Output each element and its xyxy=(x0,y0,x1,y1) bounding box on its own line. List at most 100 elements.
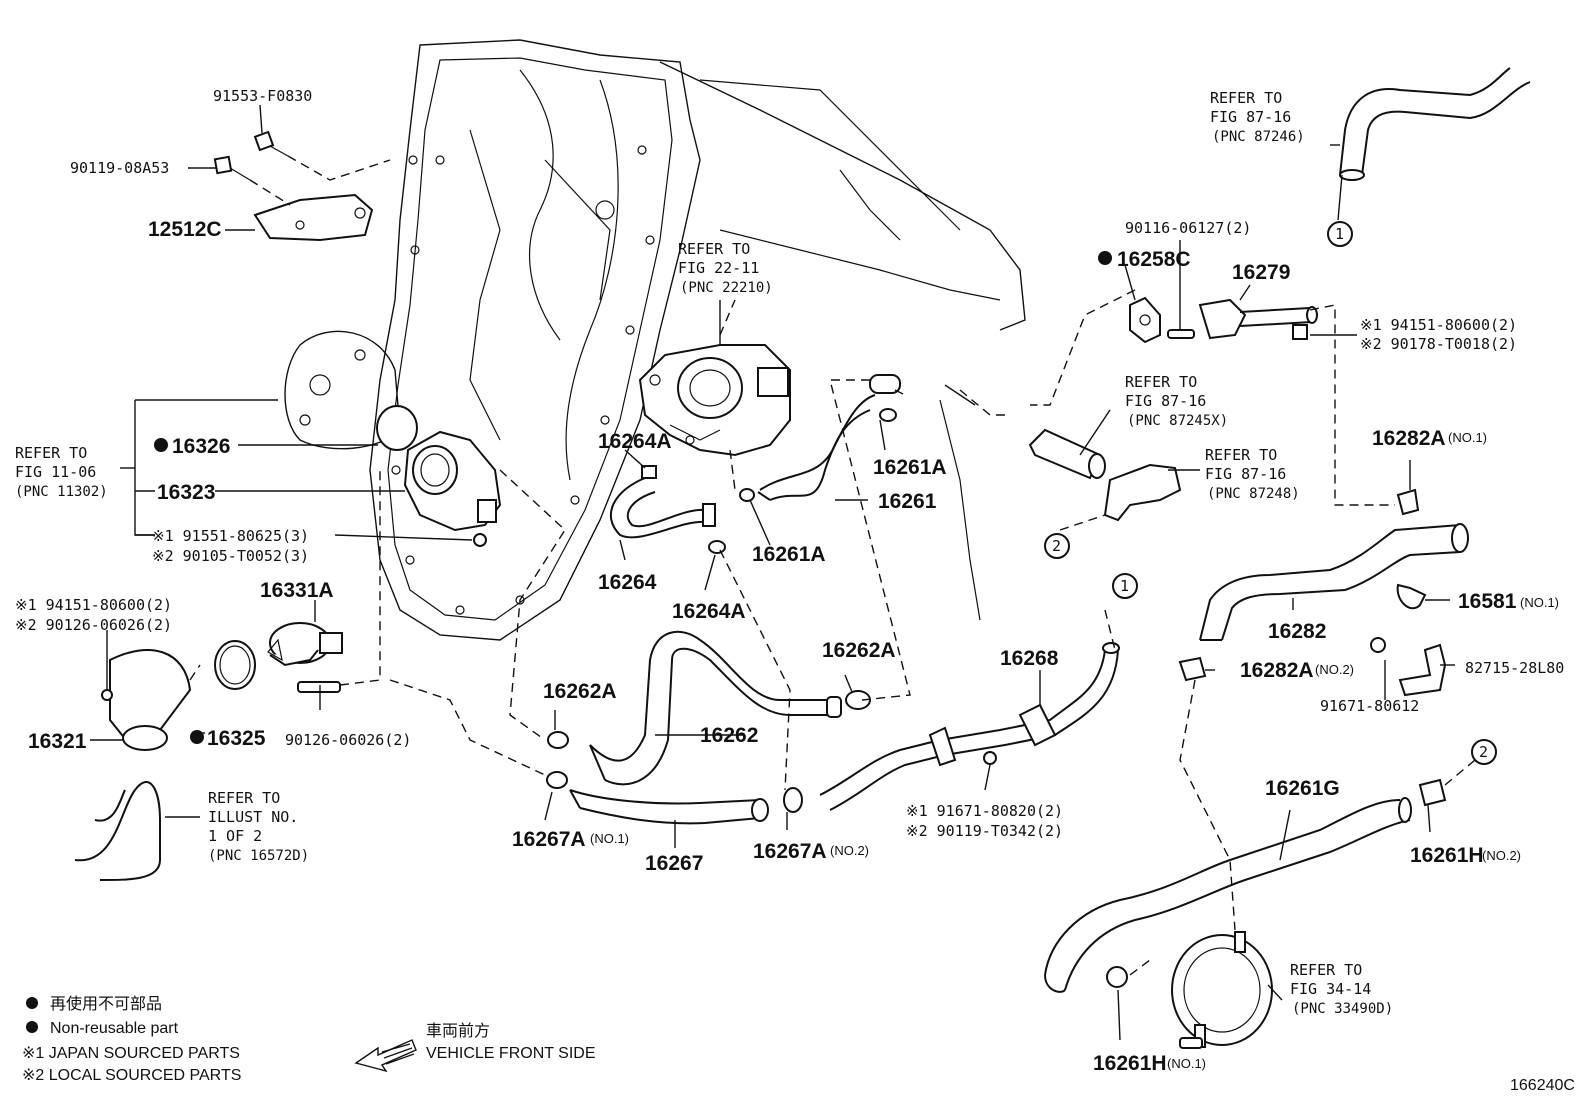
label-91671b: 91671-80612 xyxy=(1320,697,1419,715)
legend-front-en: VEHICLE FRONT SIDE xyxy=(426,1045,596,1062)
label-91551: ※1 91551-80625(3) xyxy=(152,527,309,545)
ref3-line1: REFER TO xyxy=(15,444,87,462)
gasket-16258c xyxy=(1129,296,1161,344)
parts-right xyxy=(1028,67,1531,1049)
clamp-16261a-bottom xyxy=(739,488,755,502)
label-16282a-no2-note: (NO.2) xyxy=(1315,662,1354,677)
label-90126b: 90126-06026(2) xyxy=(285,731,411,749)
bolt-90119 xyxy=(213,155,251,181)
ref7-line3: (PNC 33490D) xyxy=(1292,1001,1393,1017)
ref1-line3: (PNC 87246) xyxy=(1212,129,1305,145)
marker-2-center: 2 xyxy=(1052,537,1061,555)
ref1-line2: FIG 87-16 xyxy=(1210,108,1291,126)
connection-markers: 1 1 2 2 xyxy=(1044,221,1497,765)
stud-90126 xyxy=(297,681,341,693)
clamp-16264a-top xyxy=(641,465,657,479)
hose-16267 xyxy=(569,789,761,805)
hose-ref-16572d xyxy=(74,781,161,881)
ref5-line2: FIG 87-16 xyxy=(1205,465,1286,483)
front-arrow-icon xyxy=(354,1039,417,1073)
ref6-line2: ILLUST NO. xyxy=(208,808,298,826)
hose-16264 xyxy=(609,477,706,539)
bracket-82715 xyxy=(1398,643,1447,697)
labels: 91553-F0830 90119-08A53 12512C REFER TO … xyxy=(15,87,1564,1075)
legend: 再使用不可部品 Non-reusable part ※1 JAPAN SOURC… xyxy=(22,995,1575,1094)
label-16282a-no1-note: (NO.1) xyxy=(1448,430,1487,445)
oring-16326 xyxy=(376,405,418,451)
label-16262: 16262 xyxy=(700,724,758,747)
label-16261h-no2: 16261H xyxy=(1410,844,1484,867)
ref6-line1: REFER TO xyxy=(208,789,280,807)
engine-timing-cover xyxy=(284,39,1026,641)
ref4-line1: REFER TO xyxy=(1125,373,1197,391)
label-16267: 16267 xyxy=(645,852,703,875)
label-16282: 16282 xyxy=(1268,620,1326,643)
label-16261g: 16261G xyxy=(1265,777,1340,800)
ref4-line3: (PNC 87245X) xyxy=(1127,413,1228,429)
marker-1-top: 1 xyxy=(1335,225,1344,243)
nonreusable-dot-16325 xyxy=(190,730,204,744)
legend-japan-sourced: ※1 JAPAN SOURCED PARTS xyxy=(22,1045,240,1062)
label-16325: 16325 xyxy=(207,727,266,750)
leader-lines xyxy=(90,104,1476,1041)
label-16267a-no2: 16267A xyxy=(753,840,827,863)
hose-16262 xyxy=(589,630,830,762)
label-90105: ※2 90105-T0052(3) xyxy=(152,547,309,565)
label-82715: 82715-28L80 xyxy=(1465,659,1564,677)
legend-non-reusable-jp: 再使用不可部品 xyxy=(50,995,162,1013)
ref5-line3: (PNC 87248) xyxy=(1207,486,1300,502)
clamp-16267a-no2 xyxy=(783,787,803,813)
label-16264: 16264 xyxy=(598,571,657,594)
label-91553: 91553-F0830 xyxy=(213,87,312,105)
label-90119a: 90119-08A53 xyxy=(70,159,169,177)
gasket-16325 xyxy=(214,640,256,690)
bolt-91671-right xyxy=(1370,637,1386,653)
water-outlet-16323 xyxy=(403,430,502,547)
bolt-94151-right xyxy=(1292,324,1308,340)
ref2-line1: REFER TO xyxy=(678,240,750,258)
ref2-line2: FIG 22-11 xyxy=(678,259,759,277)
label-94151a: ※1 94151-80600(2) xyxy=(15,596,172,614)
parts-center xyxy=(546,344,1120,825)
hose-16261g xyxy=(1044,799,1401,976)
label-12512c: 12512C xyxy=(148,218,222,241)
parts-left xyxy=(74,130,502,881)
marker-2-right: 2 xyxy=(1479,743,1488,761)
label-16261: 16261 xyxy=(878,490,937,513)
label-16282a-no2: 16282A xyxy=(1240,659,1314,682)
clamp-16262a-right xyxy=(845,690,871,710)
figure-id: 166240C xyxy=(1510,1077,1575,1094)
legend-dot-jp xyxy=(26,997,38,1009)
hose-16282 xyxy=(1199,524,1461,641)
ref1-line1: REFER TO xyxy=(1210,89,1282,107)
label-16261a-bottom: 16261A xyxy=(752,543,826,566)
label-16258c: 16258C xyxy=(1117,248,1191,271)
hose-ref-87246 xyxy=(1339,67,1511,176)
ref7-line1: REFER TO xyxy=(1290,961,1362,979)
nonreusable-dot-16258c xyxy=(1098,251,1112,265)
ref3-line2: FIG 11-06 xyxy=(15,463,96,481)
label-16282a-no1: 16282A xyxy=(1372,427,1446,450)
label-16323: 16323 xyxy=(157,481,215,504)
ref6-line3: 1 OF 2 xyxy=(208,827,262,845)
clamp-16261h-no2 xyxy=(1418,778,1447,807)
ref6-line4: (PNC 16572D) xyxy=(208,848,309,864)
label-94151b: ※1 94151-80600(2) xyxy=(1360,316,1517,334)
label-16261h-no2-note: (NO.2) xyxy=(1482,848,1521,863)
clamp-16282a-no2 xyxy=(1178,656,1207,682)
label-16261a-top: 16261A xyxy=(873,456,947,479)
label-90126a: ※2 90126-06026(2) xyxy=(15,616,172,634)
nonreusable-dot-16326 xyxy=(154,438,168,452)
label-16581-note: (NO.1) xyxy=(1520,595,1559,610)
ref2-line3: (PNC 22210) xyxy=(680,280,773,296)
label-16279: 16279 xyxy=(1232,261,1290,284)
clip-16581 xyxy=(1396,583,1427,610)
ref4-line2: FIG 87-16 xyxy=(1125,392,1206,410)
bolt-91671-center xyxy=(983,751,997,765)
label-16267a-no1: 16267A xyxy=(512,828,586,851)
clamp-16261a-top xyxy=(879,408,897,422)
label-16262a-left: 16262A xyxy=(543,680,617,703)
thermostat-16331a xyxy=(267,622,343,667)
legend-local-sourced: ※2 LOCAL SOURCED PARTS xyxy=(22,1067,241,1084)
